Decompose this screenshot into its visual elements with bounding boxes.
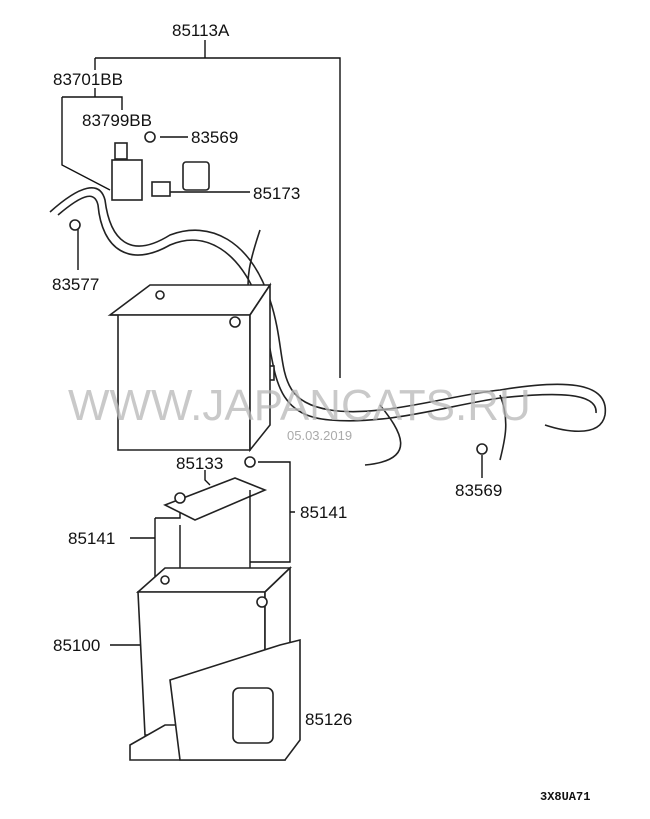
battery-tray — [129, 638, 301, 761]
label-harness: 85113A — [172, 21, 230, 40]
label-rod-right: 85141 — [300, 503, 347, 522]
leader-lines — [61, 40, 483, 719]
label-nut-bottom: 83569 — [455, 481, 502, 500]
bolt-part — [69, 219, 81, 231]
label-rod-left: 85141 — [68, 529, 115, 548]
battery-upper — [107, 282, 272, 453]
watermark-date: 05.03.2019 — [287, 428, 352, 443]
label-tray: 85126 — [305, 710, 352, 729]
figure-code: 3X8UA71 — [540, 790, 590, 804]
label-nut-top: 83569 — [191, 128, 238, 147]
wiring-harness — [49, 131, 606, 466]
nut-bottom-part — [476, 443, 488, 455]
fusible-link-part — [111, 159, 143, 201]
connector-part — [182, 161, 210, 191]
label-connector: 85173 — [253, 184, 300, 203]
label-battery: 85100 — [53, 636, 100, 655]
label-holder-bar: 85133 — [176, 454, 223, 473]
fuse-part — [114, 142, 128, 160]
label-fusible-link: 83701BB — [53, 70, 123, 89]
nut-top-part — [144, 131, 156, 143]
connector-bracket — [151, 181, 171, 197]
label-fuse: 83799BB — [82, 111, 152, 130]
watermark: WWW.JAPANCATS.RU — [68, 381, 531, 430]
label-bolt: 83577 — [52, 275, 99, 294]
